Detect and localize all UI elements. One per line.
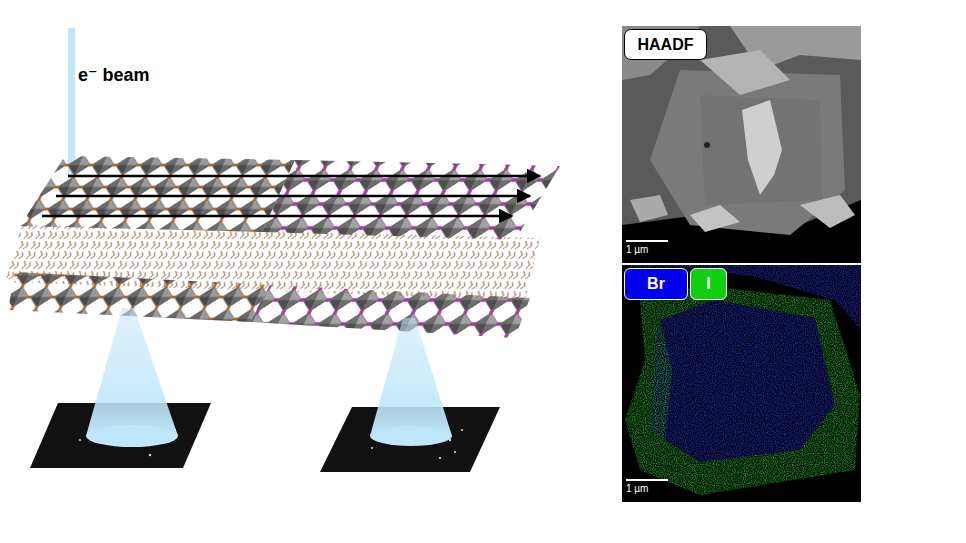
- haadf-image: [622, 26, 861, 263]
- box-text: I: [706, 275, 710, 293]
- box-text: Br: [647, 275, 665, 293]
- image-label-box: HAADF: [624, 29, 707, 60]
- element-label-box: I: [690, 268, 727, 300]
- diffraction-cone: [86, 308, 452, 447]
- element-label-box: Br: [624, 268, 688, 300]
- eds-map: [622, 265, 861, 502]
- scale-bar-label: 1 µm: [626, 483, 648, 494]
- perovskite-slab: [5, 156, 560, 338]
- electron-beam: [68, 28, 75, 178]
- scale-bar-label: 1 µm: [626, 244, 648, 255]
- scan-arrow: [42, 176, 540, 216]
- beam-label: e⁻ beam: [78, 64, 150, 86]
- box-text: HAADF: [638, 36, 694, 54]
